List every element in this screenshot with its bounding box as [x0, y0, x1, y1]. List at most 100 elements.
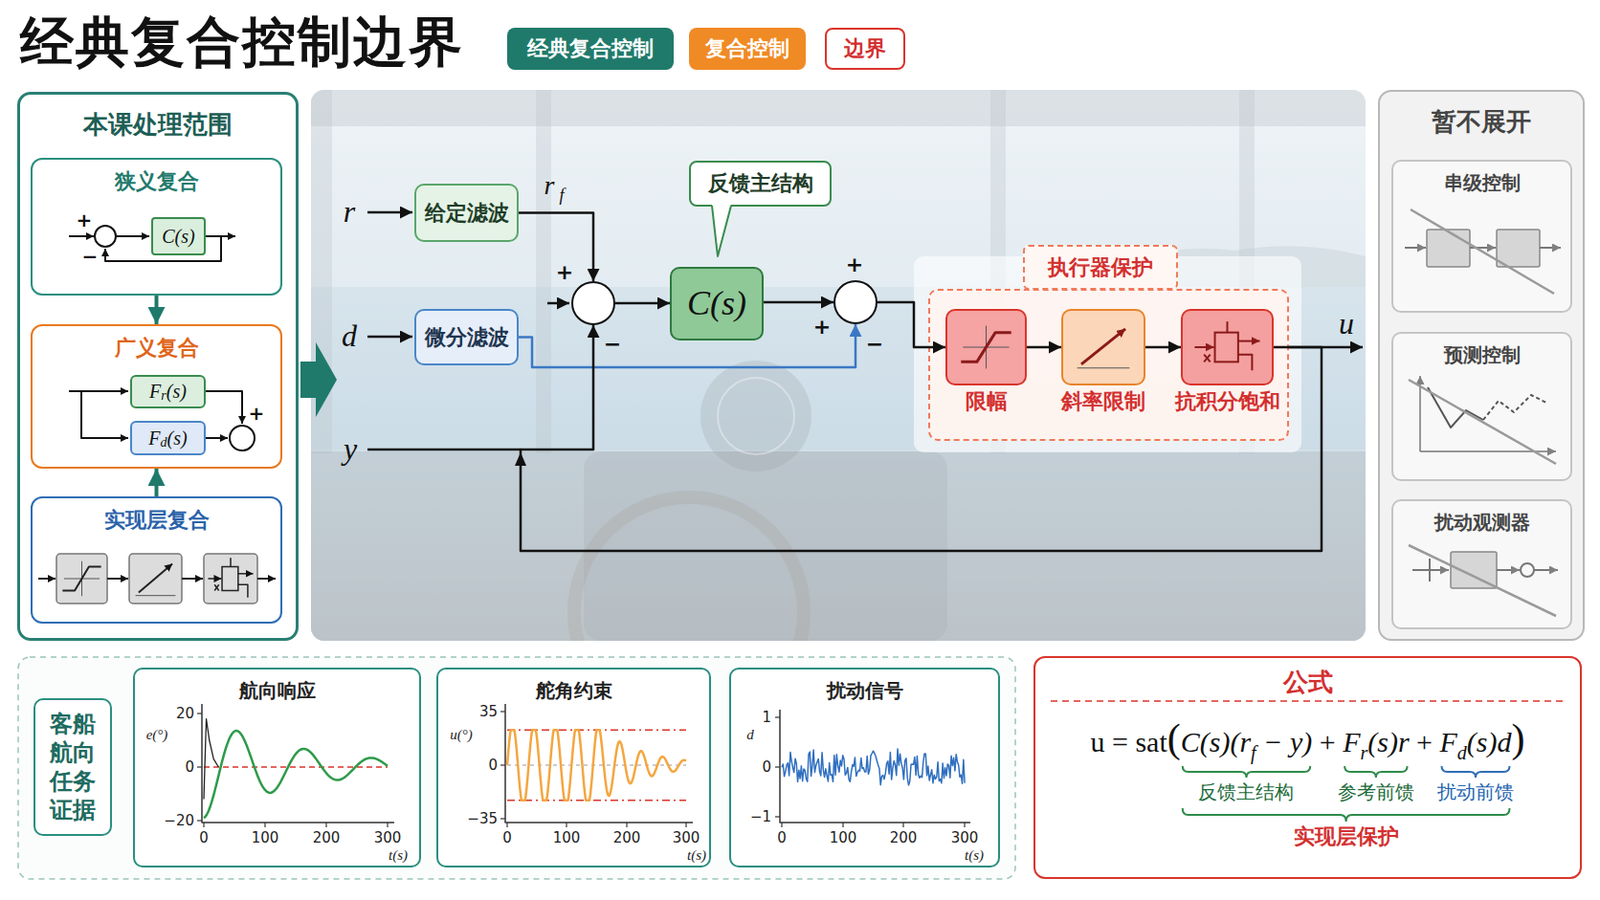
transfer-term: d — [160, 435, 168, 451]
wire — [1194, 346, 1214, 349]
panel-heading: 预测控制 — [1393, 343, 1571, 367]
signal-connector — [763, 301, 834, 305]
sign-label: + — [555, 262, 574, 284]
brace — [1344, 766, 1407, 778]
formula-term: F — [1440, 726, 1458, 759]
formula-term: ) — [1511, 715, 1526, 762]
wire — [505, 704, 693, 823]
panel-heading: 舵角约束 — [438, 679, 710, 703]
page-title: 经典复合控制边界 — [20, 11, 465, 73]
wire — [1077, 367, 1131, 369]
formula-term: (s)d — [1466, 726, 1512, 759]
shape — [222, 567, 239, 592]
axis-label: e(°) — [146, 727, 169, 744]
wire — [985, 326, 987, 370]
axis-label: t(s) — [687, 847, 707, 865]
shape — [203, 554, 258, 604]
tick-label: −1 — [750, 809, 772, 826]
evidence-tag: 客船航向任务证据 — [33, 698, 112, 837]
wire — [780, 822, 782, 828]
sign-label: + — [76, 209, 93, 231]
wire — [64, 578, 100, 580]
wire — [1081, 329, 1126, 365]
wire — [625, 822, 627, 828]
sign-label: + — [845, 254, 864, 276]
block-caption: 斜率限制 — [1061, 389, 1146, 415]
sign-label: − — [603, 333, 622, 356]
wire — [201, 704, 395, 823]
wire — [1238, 340, 1261, 343]
signal-name: y — [343, 432, 357, 467]
box-label: 给定滤波 — [424, 200, 510, 225]
wire — [1238, 355, 1253, 372]
box-label: C(s) — [687, 284, 747, 324]
panel-heading: 狭义复合 — [32, 169, 281, 195]
wire — [1203, 355, 1210, 363]
panel-heading: 扰动信号 — [731, 679, 999, 703]
signal-connector — [1145, 346, 1181, 350]
shape — [1215, 333, 1239, 363]
shape — [1450, 552, 1497, 589]
panel-heading: 本课处理范围 — [20, 110, 296, 140]
brace-label: 扰动前馈 — [1437, 780, 1514, 804]
wire — [547, 302, 570, 306]
shape — [129, 554, 182, 604]
formula-term: + — [1409, 726, 1441, 759]
wire — [1469, 246, 1496, 249]
category-box: 实现层复合 — [30, 496, 283, 624]
transfer-term: (s) — [166, 380, 187, 403]
signal-connector — [155, 468, 159, 497]
deferred-item: 串级控制 — [1391, 159, 1573, 313]
callout-tail — [711, 203, 732, 257]
tick-label: 35 — [479, 704, 498, 721]
wire — [500, 711, 506, 712]
protection-group: 执行器保护限幅斜率限制抗积分饱和 — [928, 288, 1289, 442]
wire — [203, 766, 388, 769]
wire — [367, 448, 521, 452]
sign-label: + — [248, 402, 266, 424]
group-heading: 执行器保护 — [1022, 244, 1178, 290]
signal-subscript: f — [558, 186, 564, 206]
wire — [62, 567, 101, 592]
wire — [775, 766, 780, 768]
tick-label: 100 — [553, 830, 581, 847]
wire — [842, 822, 844, 828]
wire — [115, 235, 150, 238]
tag-pill: 边界 — [824, 27, 906, 70]
shape — [94, 225, 116, 247]
box-label: 边界 — [844, 36, 887, 61]
wire — [107, 577, 129, 580]
wire — [1428, 558, 1431, 582]
signal-name: d — [341, 319, 357, 354]
arrow-head — [514, 452, 527, 467]
limiter-block: 限幅 — [945, 309, 1027, 386]
tick-label: 0 — [488, 757, 498, 775]
formula-term: f — [1250, 742, 1257, 765]
wire — [963, 822, 965, 828]
wire — [207, 577, 222, 580]
wire — [68, 235, 94, 238]
axis-label: d — [746, 727, 755, 744]
filter-block: 给定滤波 — [414, 183, 519, 243]
shape — [1520, 563, 1534, 578]
axis-label: t(s) — [388, 847, 408, 865]
wire — [325, 822, 327, 828]
controller-block: C(s) — [669, 266, 764, 341]
wire — [902, 822, 904, 828]
bridge-photo — [311, 89, 1366, 642]
wire — [960, 333, 1011, 363]
brace — [1182, 766, 1311, 778]
panel-heading: 暂不展开 — [1379, 107, 1583, 137]
signal-name: u — [1338, 307, 1355, 341]
wire — [238, 584, 248, 599]
wire — [386, 822, 388, 828]
formula-term: (s)r — [1367, 726, 1409, 759]
wire — [1419, 376, 1422, 452]
wire — [775, 816, 780, 818]
brace-label: 参考前馈 — [1337, 780, 1415, 804]
wire — [38, 577, 56, 580]
shape — [56, 554, 108, 604]
wire — [197, 766, 202, 768]
shape — [229, 425, 255, 451]
